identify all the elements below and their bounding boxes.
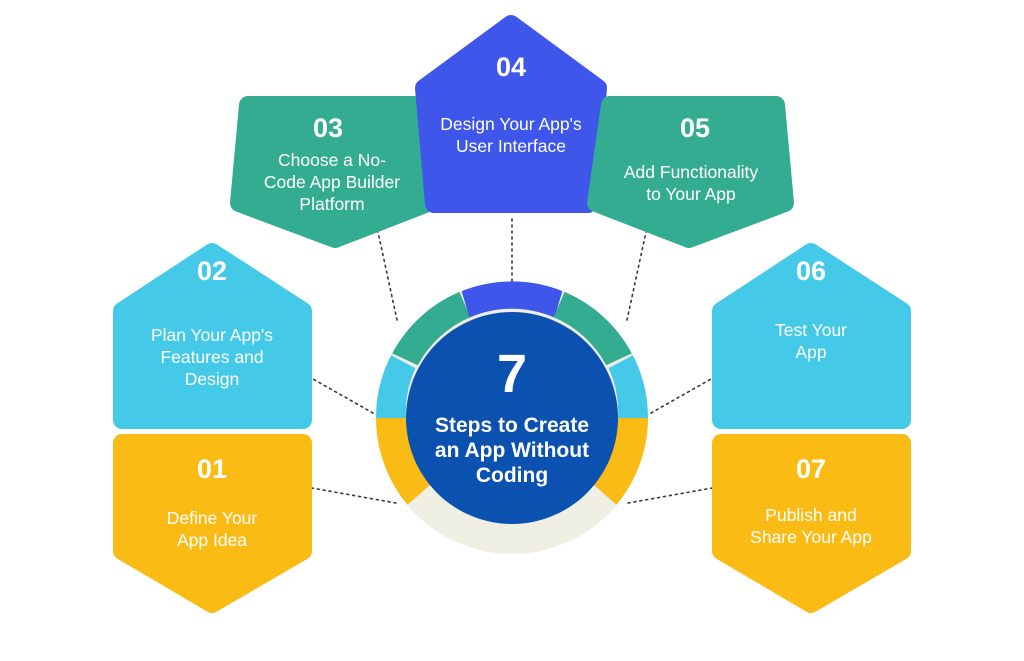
step-pentagon-07[interactable] — [712, 434, 911, 613]
step-number-06: 06 — [796, 256, 826, 286]
step-number-03: 03 — [313, 113, 343, 143]
step-label-05-line-1: Add Functionality — [624, 162, 758, 182]
center-number: 7 — [497, 344, 527, 404]
step-pentagon-06[interactable] — [712, 243, 911, 429]
ring-segment-07 — [593, 418, 648, 505]
center-circle — [406, 312, 618, 524]
connector-line-05 — [626, 231, 647, 321]
ring-segment-06 — [608, 355, 649, 418]
step-node-04[interactable]: 04 Design Your App's User Interface — [415, 15, 607, 213]
step-label-07-line-2: Share Your App — [750, 527, 872, 547]
step-pentagon-05[interactable] — [587, 96, 794, 248]
step-label-02-line-2: Features and — [160, 347, 263, 367]
step-label-03-line-2: Code App Builder — [264, 172, 400, 192]
step-node-07[interactable]: 07 Publish and Share Your App — [712, 434, 911, 613]
step-number-07: 07 — [796, 454, 826, 484]
step-number-01: 01 — [197, 454, 227, 484]
step-pentagon-02[interactable] — [113, 243, 312, 429]
center-title-line-3: Coding — [476, 464, 548, 487]
ring-segment-01 — [376, 418, 431, 505]
step-label-06-line-2: App — [795, 342, 826, 362]
step-label-01-line-2: App Idea — [177, 530, 247, 550]
step-node-03[interactable]: 03 Choose a No- Code App Builder Platfor… — [230, 96, 437, 248]
step-label-02-line-3: Design — [185, 369, 239, 389]
step-node-01[interactable]: 01 Define Your App Idea — [113, 434, 312, 613]
step-label-03-line-3: Platform — [299, 194, 364, 214]
ring-segment-03 — [392, 291, 471, 366]
step-node-05[interactable]: 05 Add Functionality to Your App — [587, 96, 794, 248]
step-node-02[interactable]: 02 Plan Your App's Features and Design — [113, 243, 312, 429]
center-title-line-2: an App Without — [435, 439, 589, 462]
step-pentagon-01[interactable] — [113, 434, 312, 613]
ring-segment-05 — [553, 291, 632, 366]
step-label-07-line-1: Publish and — [765, 505, 856, 525]
connector-line-03 — [377, 231, 398, 321]
center-donut: 7 Steps to Create an App Without Coding — [375, 281, 649, 554]
connector-line-07 — [627, 486, 719, 504]
step-label-01-line-1: Define Your — [167, 508, 258, 528]
ring-segment-04 — [461, 281, 563, 318]
ring-segment-02 — [375, 355, 416, 418]
step-label-04-line-1: Design Your App's — [440, 114, 582, 134]
step-number-04: 04 — [496, 52, 526, 82]
center-title-line-1: Steps to Create — [435, 414, 589, 437]
step-number-05: 05 — [680, 113, 710, 143]
step-node-06[interactable]: 06 Test Your App — [712, 243, 911, 429]
step-label-03-line-1: Choose a No- — [278, 150, 386, 170]
step-pentagon-03[interactable] — [230, 96, 437, 248]
step-label-02-line-1: Plan Your App's — [151, 325, 273, 345]
step-pentagon-04[interactable] — [415, 15, 607, 213]
step-label-05-line-2: to Your App — [646, 184, 736, 204]
connector-line-01 — [305, 486, 397, 504]
step-number-02: 02 — [197, 256, 227, 286]
step-label-04-line-2: User Interface — [456, 136, 566, 156]
step-label-06-line-1: Test Your — [775, 320, 847, 340]
